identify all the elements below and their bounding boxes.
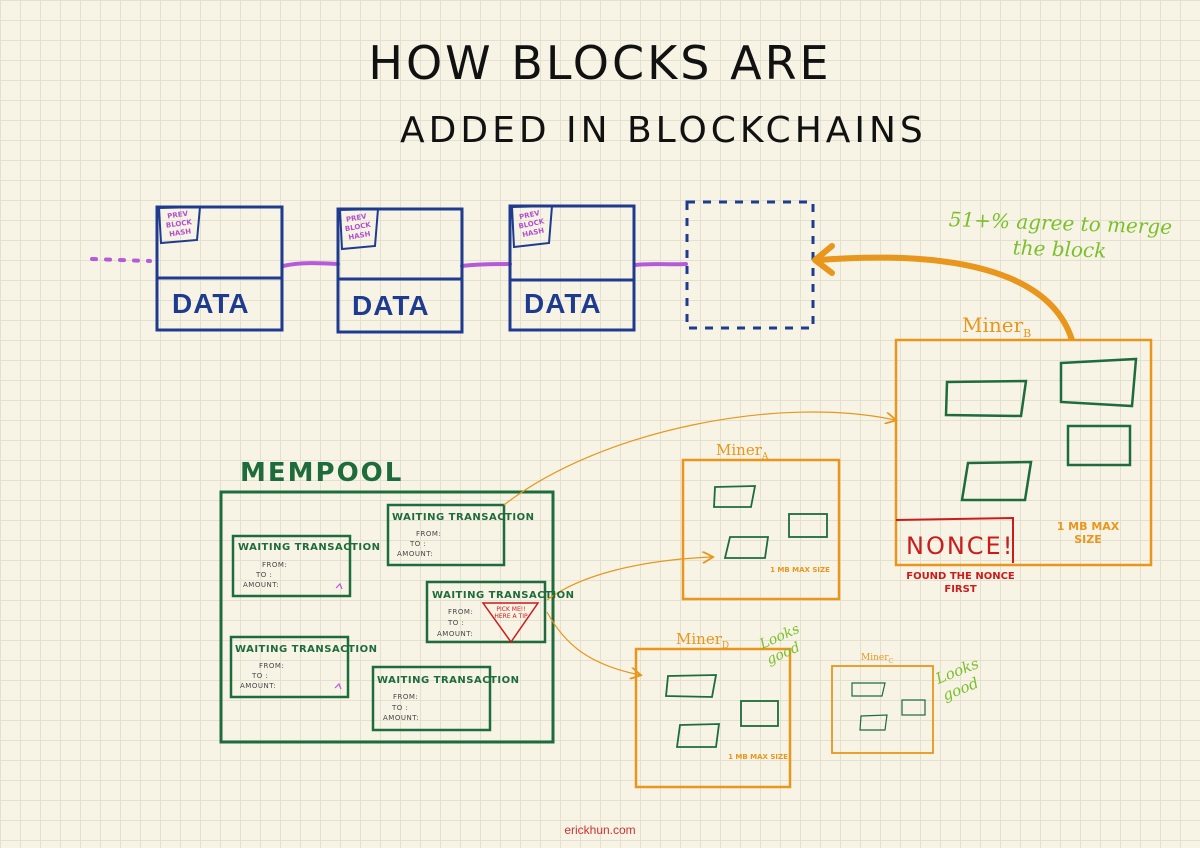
miner-c-name: Miner [861, 653, 889, 663]
miner-tx-shapes [665, 357, 1138, 748]
block-1 [155, 205, 284, 332]
transaction-1-from: FROM: [262, 561, 288, 569]
page-title-line-2: ADDED IN BLOCKCHAINS [400, 110, 927, 151]
transaction-2-to: TO : [410, 540, 427, 548]
miner-boxes [634, 338, 1153, 789]
miner-d-name: Miner [676, 630, 722, 648]
transaction-3-from: FROM: [448, 608, 474, 616]
broadcast-arrow-to-miner-b [503, 411, 895, 506]
transaction-1-title: WAITING TRANSACTION [238, 542, 381, 553]
miner-a-name: Miner [716, 441, 762, 459]
chain-link-3-new [633, 262, 688, 267]
transaction-4-to: TO : [252, 672, 269, 680]
transaction-box-1 [231, 534, 352, 598]
transaction-box-4 [229, 635, 350, 699]
consensus-note: 51+% agree to merge the block [948, 207, 1173, 263]
block-2 [336, 207, 464, 334]
transaction-boxes [229, 503, 547, 732]
block-3 [508, 204, 636, 332]
transaction-5-amount: AMOUNT: [383, 714, 420, 722]
chain-link-lead [90, 257, 152, 263]
transaction-5-from: FROM: [393, 693, 419, 701]
block-1-data-label: DATA [172, 288, 250, 319]
transaction-4-title: WAITING TRANSACTION [235, 644, 378, 655]
mempool-box [219, 490, 555, 744]
miner-b-label: MinerB [962, 313, 1031, 340]
prev-hash-box-2 [338, 207, 380, 251]
chain-link-1-2 [281, 261, 340, 268]
nonce-label: NONCE! [906, 532, 1015, 560]
transaction-2-from: FROM: [416, 530, 442, 538]
transaction-box-2 [386, 503, 506, 567]
miner-d-max-size: 1 MB MAX SIZE [728, 753, 788, 761]
miner-b-name: Miner [962, 313, 1024, 337]
miner-c-label: MinerC [861, 653, 893, 665]
transaction-3-to: TO : [448, 619, 465, 627]
miner-b-sub: B [1023, 327, 1032, 340]
miner-c-sub: C [888, 657, 894, 665]
miner-d-sub: D [721, 641, 730, 651]
miner-d-box [634, 647, 792, 789]
tip-note: PICK ME!! HERE A TIP [494, 606, 528, 621]
block-1-prev-hash-label: PREV BLOCK HASH [165, 209, 193, 239]
transaction-box-3 [425, 580, 547, 644]
transaction-4-amount: AMOUNT: [240, 682, 277, 690]
miner-d-label: MinerD [676, 630, 729, 651]
chain-leading-dots: .... [92, 248, 93, 249]
transaction-2-amount: AMOUNT: [397, 550, 434, 558]
miner-b-box [894, 338, 1153, 567]
merge-arrowhead [812, 243, 835, 276]
transaction-3-amount: AMOUNT: [437, 630, 474, 638]
nonce-box [895, 516, 1014, 563]
transaction-5-title: WAITING TRANSACTION [377, 675, 520, 686]
transaction-5-to: TO : [392, 704, 409, 712]
transaction-4-from: FROM: [259, 662, 285, 670]
miner-a-max-size: 1 MB MAX SIZE [770, 566, 830, 574]
broadcast-arrow-to-miner-d [546, 611, 640, 675]
miner-b-max-size: 1 MB MAX SIZE [1056, 520, 1120, 547]
credit-text: erickhun.com [564, 823, 636, 837]
miner-a-label: MinerA [716, 441, 768, 462]
transaction-1-to: TO : [256, 571, 273, 579]
tip-triangle [481, 602, 540, 644]
new-block-placeholder [685, 200, 815, 330]
prev-hash-box-3 [510, 204, 554, 249]
transaction-1-amount: AMOUNT: [243, 581, 280, 589]
chain-blocks [155, 200, 815, 334]
found-nonce-note: FOUND THE NONCE FIRST [906, 571, 1015, 595]
transaction-3-title: WAITING TRANSACTION [432, 590, 575, 601]
block-2-data-label: DATA [352, 290, 430, 321]
prev-hash-box-1 [157, 205, 202, 245]
mempool-label: MEMPOOL [240, 458, 404, 488]
merge-arrow [817, 254, 1075, 341]
broadcast-arrow-to-miner-a [546, 557, 712, 601]
chain-link-2-3 [460, 262, 512, 268]
transaction-2-title: WAITING TRANSACTION [392, 512, 535, 523]
miner-a-box [681, 458, 841, 601]
miner-c-box [831, 665, 934, 754]
block-3-data-label: DATA [524, 288, 602, 319]
transaction-box-5 [371, 665, 492, 732]
page-title-line-1: HOW BLOCKS ARE [368, 36, 832, 90]
chain-links [90, 257, 688, 268]
miner-a-sub: A [761, 452, 769, 462]
